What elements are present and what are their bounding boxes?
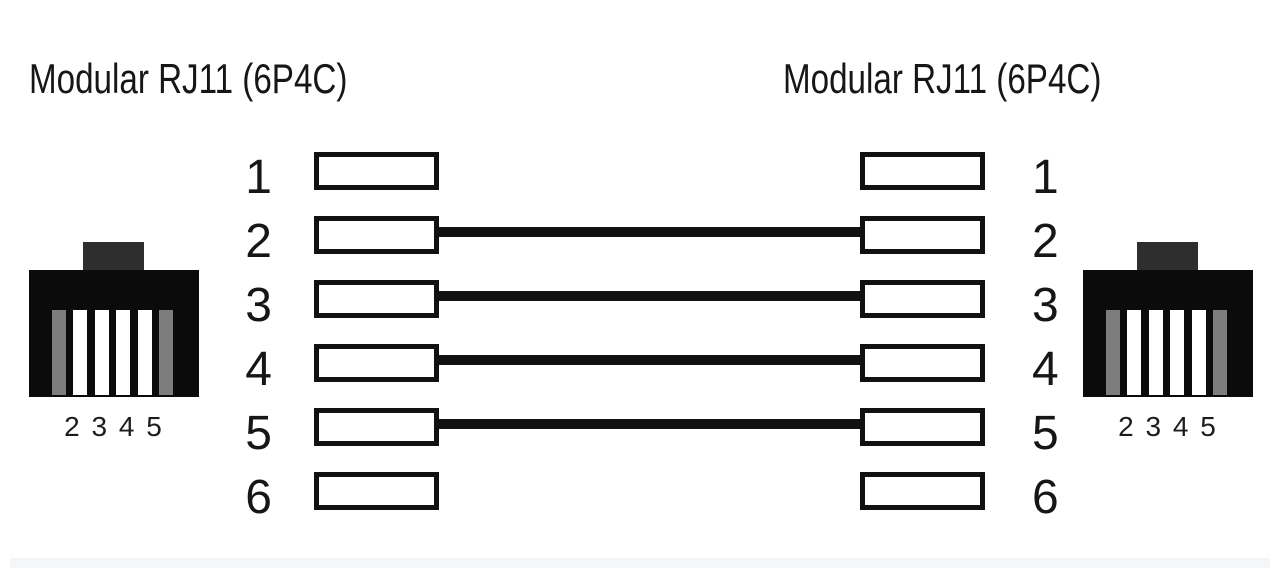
left-connector-slot-4 (116, 310, 130, 395)
right-connector-slot-1 (1106, 310, 1120, 395)
right-rj11-connector-icon: 2 3 4 5 (1083, 242, 1253, 457)
left-connector-slot-3 (95, 310, 109, 395)
right-pin-number-1: 1 (1032, 151, 1059, 204)
right-pin-2-contact-box (860, 216, 985, 254)
right-pin-1-contact-box (860, 152, 985, 190)
wire-pin-3 (437, 291, 863, 301)
left-connector-slot-6 (159, 310, 173, 395)
left-connector-clip-tab (83, 242, 144, 272)
wire-pin-5 (437, 419, 863, 429)
left-connector-title: Modular RJ11 (6P4C) (29, 55, 348, 102)
left-connector-slot-2 (73, 310, 87, 395)
right-connector-slot-5 (1192, 310, 1206, 395)
left-pin-2-contact-box (314, 216, 439, 254)
left-pin-3-contact-box (314, 280, 439, 318)
left-pin-number-4: 4 (245, 343, 272, 396)
left-pin-5-contact-box (314, 408, 439, 446)
left-pin-4-contact-box (314, 344, 439, 382)
left-pin-number-5: 5 (245, 407, 272, 460)
left-pin-number-2: 2 (245, 215, 272, 268)
wire-pin-2 (437, 227, 863, 237)
left-pin-6-contact-box (314, 472, 439, 510)
left-connector-slot-5 (138, 310, 152, 395)
right-connector-title: Modular RJ11 (6P4C) (783, 55, 1102, 102)
left-pin-number-6: 6 (245, 471, 272, 524)
right-pin-6-contact-box (860, 472, 985, 510)
right-connector-slot-2 (1127, 310, 1141, 395)
wire-pin-4 (437, 355, 863, 365)
left-pin-number-1: 1 (245, 151, 272, 204)
right-pin-5-contact-box (860, 408, 985, 446)
right-connector-body (1083, 270, 1253, 397)
bottom-divider-strip (10, 558, 1270, 568)
right-connector-slot-3 (1149, 310, 1163, 395)
right-pin-number-5: 5 (1032, 407, 1059, 460)
left-connector-pin-label: 2 3 4 5 (64, 411, 164, 442)
left-connector-body (29, 270, 199, 397)
right-pin-number-3: 3 (1032, 279, 1059, 332)
left-connector-slot-1 (52, 310, 66, 395)
left-pin-number-3: 3 (245, 279, 272, 332)
right-connector-clip-tab (1137, 242, 1198, 272)
right-pin-4-contact-box (860, 344, 985, 382)
right-pin-number-2: 2 (1032, 215, 1059, 268)
right-pin-number-6: 6 (1032, 471, 1059, 524)
right-pin-number-4: 4 (1032, 343, 1059, 396)
left-rj11-connector-icon: 2 3 4 5 (29, 242, 199, 457)
right-pin-3-contact-box (860, 280, 985, 318)
right-connector-slot-4 (1170, 310, 1184, 395)
right-connector-pin-label: 2 3 4 5 (1118, 411, 1218, 442)
right-connector-slot-6 (1213, 310, 1227, 395)
left-pin-1-contact-box (314, 152, 439, 190)
